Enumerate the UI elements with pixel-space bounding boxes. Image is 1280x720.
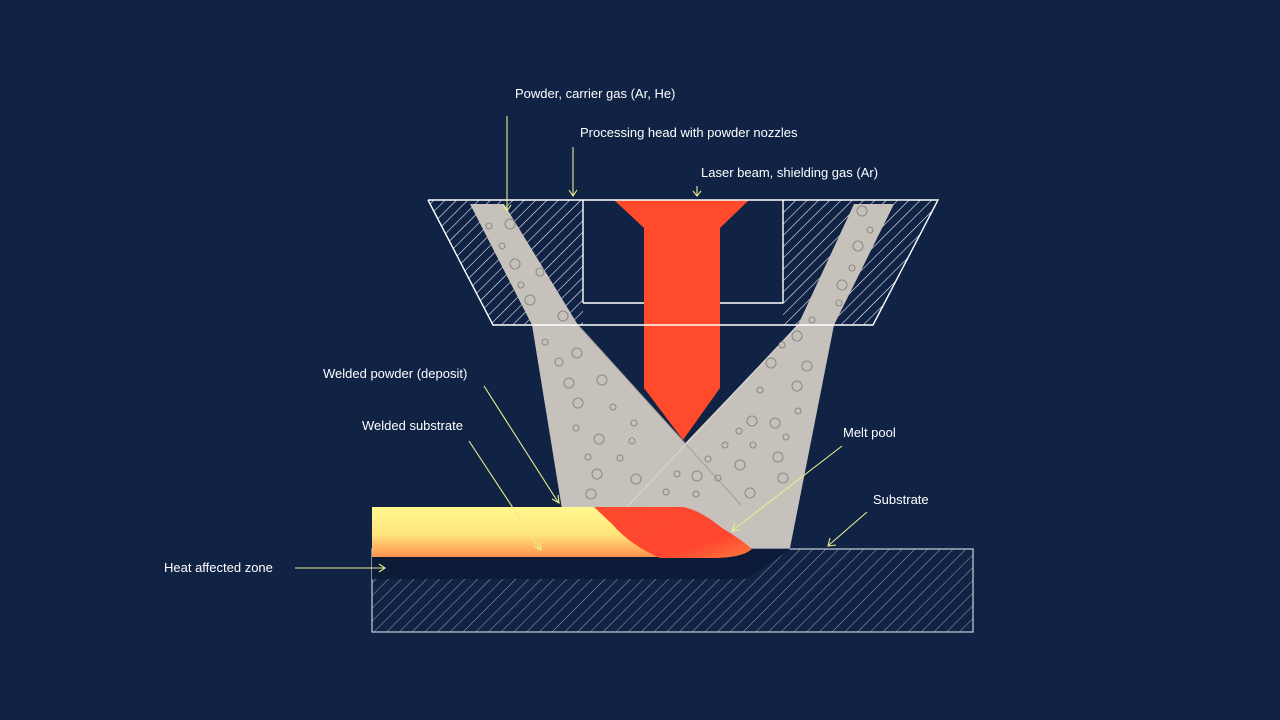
labels: Powder, carrier gas (Ar, He) Processing … — [164, 86, 929, 575]
leader-arrows — [295, 116, 868, 573]
arrow-melt-pool — [731, 445, 843, 532]
powder-stream-right — [611, 204, 894, 548]
arrow-processing-head — [568, 147, 578, 197]
powder-particles — [485, 205, 874, 500]
label-welded-deposit: Welded powder (deposit) — [323, 366, 467, 381]
label-laser-beam: Laser beam, shielding gas (Ar) — [701, 165, 878, 180]
powder-streams — [470, 204, 894, 548]
arrow-substrate — [827, 511, 868, 547]
label-melt-pool: Melt pool — [843, 425, 896, 440]
arrow-laser-beam — [692, 186, 702, 197]
label-heat-affected-zone: Heat affected zone — [164, 560, 273, 575]
label-powder: Powder, carrier gas (Ar, He) — [515, 86, 675, 101]
label-processing-head: Processing head with powder nozzles — [580, 125, 798, 140]
arrow-heat-affected-zone — [295, 563, 386, 573]
laser-beam — [614, 200, 749, 440]
label-welded-substrate: Welded substrate — [362, 418, 463, 433]
arrow-welded-substrate — [468, 440, 542, 552]
processing-head-outline — [427, 199, 940, 326]
arrow-welded-deposit — [483, 385, 560, 505]
arrow-powder — [502, 116, 512, 212]
label-substrate: Substrate — [873, 492, 929, 507]
melt-pool — [594, 507, 752, 558]
